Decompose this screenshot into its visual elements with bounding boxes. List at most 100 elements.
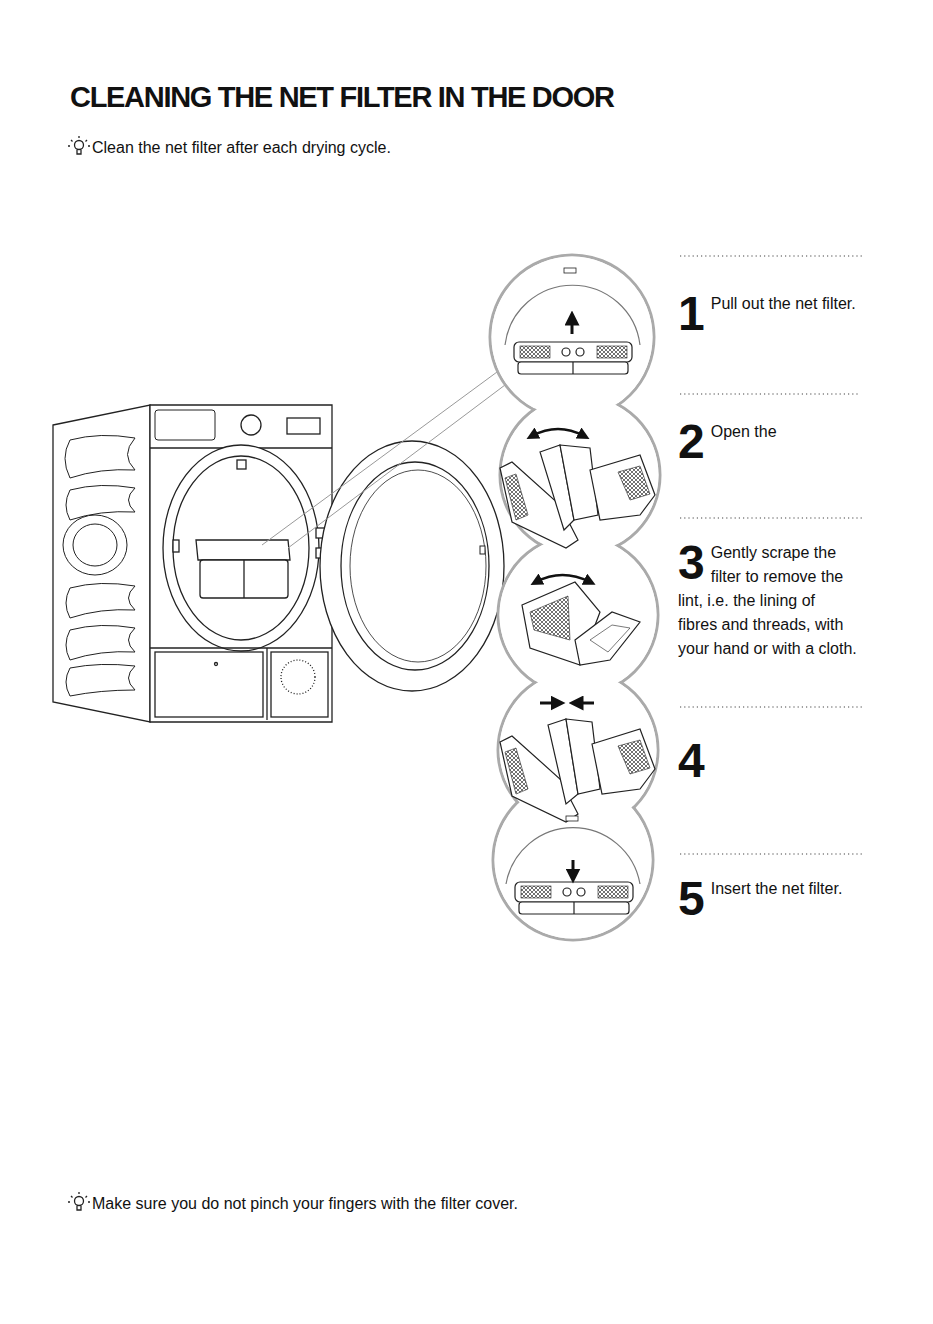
filter-top-view (573, 902, 574, 914)
tip-note: Clean the net filter after each drying c… (92, 138, 391, 158)
step-block: 2Open the (678, 420, 864, 464)
filter-top-view (597, 346, 627, 358)
step-instruction: Gently scrape the filter to remove the l… (678, 544, 857, 657)
filter-open-view (592, 729, 655, 794)
bulb-icon (68, 136, 90, 154)
filter-top-view (562, 348, 570, 356)
dryer-drawing (66, 583, 135, 618)
dryer-drawing (155, 410, 215, 440)
dryer-drawing (150, 647, 332, 648)
dryer-drawing (73, 524, 117, 566)
direction-arrow (571, 318, 574, 334)
dryer-drawing (281, 660, 315, 694)
detail-circle (498, 535, 658, 695)
dryer-drawing (65, 435, 135, 478)
dotted-separator (680, 706, 862, 707)
dryer-drawing (241, 415, 261, 435)
filter-top-view (505, 285, 640, 345)
dryer-drawing (350, 470, 486, 662)
bulb-icon (75, 1197, 84, 1206)
step-block: 4 (678, 739, 864, 783)
dryer-drawing (287, 418, 320, 434)
filter-top-view (598, 886, 628, 898)
step-block: 5 Insert the net filter. (678, 877, 878, 921)
filter-top-view (519, 902, 629, 914)
direction-arrow (576, 702, 594, 705)
dryer-drawing (163, 445, 319, 651)
filter-open-view (590, 625, 630, 652)
bulb-icon (68, 1192, 90, 1202)
step-number: 5 (678, 877, 704, 921)
dryer-drawing (266, 648, 267, 720)
direction-arrow (540, 702, 594, 705)
dryer-drawing (53, 405, 150, 722)
filter-top-view (515, 882, 633, 902)
step-number: 1 (678, 292, 704, 336)
filter-open-view (500, 445, 655, 548)
dryer-drawing (66, 664, 135, 696)
step-instruction: Insert the net filter. (711, 880, 843, 897)
filter-top-view (518, 362, 628, 374)
dryer-drawing (237, 460, 246, 469)
direction-arrow (532, 429, 584, 436)
tip-note: Make sure you do not pinch your fingers … (92, 1194, 518, 1214)
direction-arrow (572, 860, 575, 876)
dryer-drawing (53, 405, 504, 722)
detail-circle (490, 255, 654, 419)
dryer-drawing (63, 515, 127, 575)
page-title: CLEANING THE NET FILTER IN THE DOOR (70, 80, 614, 114)
dryer-drawing (480, 546, 485, 554)
dryer-drawing (341, 462, 489, 670)
filter-open-view (575, 612, 640, 665)
bulb-icon (77, 1206, 81, 1210)
filter-open-view (500, 719, 655, 822)
filter-top-view (506, 816, 640, 914)
filter-open-view (618, 466, 650, 500)
dryer-drawing (196, 540, 290, 560)
dryer-drawing (271, 652, 328, 717)
dotted-separator (680, 393, 858, 394)
filter-top-view (520, 346, 550, 358)
direction-arrow (532, 429, 584, 436)
dryer-drawing (200, 560, 288, 598)
bulb-icon (77, 150, 81, 154)
bulb-icon (75, 141, 84, 150)
direction-arrow (536, 575, 590, 582)
dryer-drawing (320, 441, 504, 691)
leader-line (288, 385, 505, 548)
bulb-icon (68, 136, 90, 146)
step-block: 1Pull out the net filter. (678, 292, 864, 336)
filter-open-view (530, 596, 570, 640)
direction-arrow (536, 575, 590, 582)
detail-circle-fill (492, 257, 659, 939)
bulb-icon (68, 1192, 90, 1210)
step-number: 3 (678, 541, 704, 585)
filter-top-view (577, 888, 585, 896)
filter-open-view (505, 474, 528, 520)
dryer-drawing (173, 540, 179, 552)
direction-arrow (571, 318, 574, 334)
filter-top-view (566, 816, 578, 821)
detail-circle (500, 395, 660, 555)
filter-top-view (521, 886, 551, 898)
filter-top-view (576, 348, 584, 356)
filter-top-view (514, 342, 632, 362)
dotted-separator (680, 517, 862, 518)
filter-top-view (563, 888, 571, 896)
filter-top-view (564, 268, 576, 273)
detail-circle (490, 255, 660, 940)
dotted-separator (680, 255, 862, 256)
step-block: 3Gently scrape the filter to remove the … (678, 541, 858, 661)
direction-arrow (572, 860, 575, 876)
step-number: 4 (678, 739, 704, 783)
filter-top-view (572, 362, 573, 374)
filter-top-view (506, 828, 640, 884)
leader-line (262, 372, 505, 548)
leader-line (262, 372, 497, 545)
filter-open-view (590, 455, 655, 520)
step-instruction: Open the (711, 423, 777, 440)
dryer-drawing (155, 652, 263, 717)
dryer-drawing (215, 663, 218, 666)
